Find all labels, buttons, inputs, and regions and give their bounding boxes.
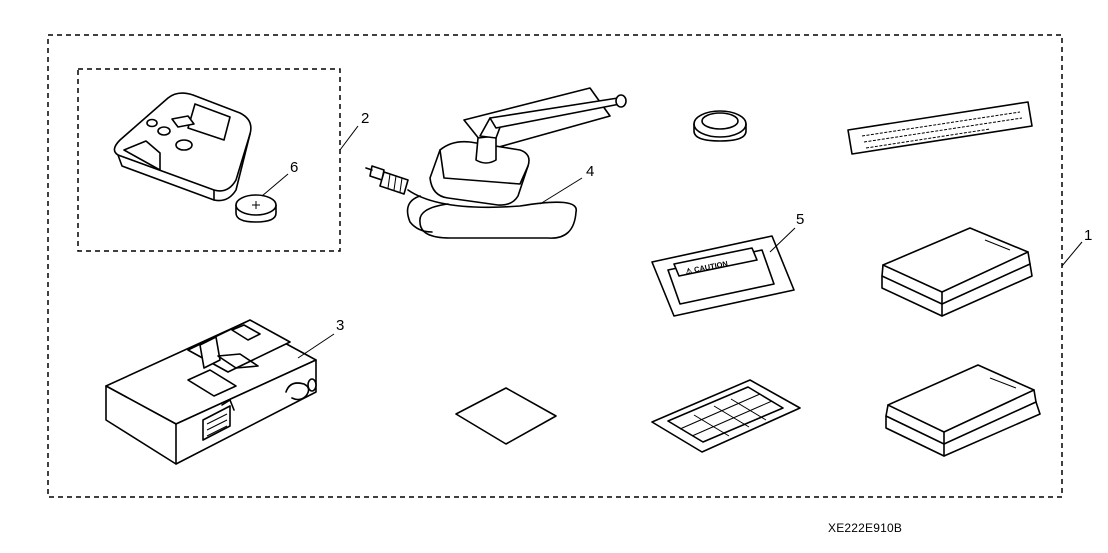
ring-collar [693, 110, 747, 142]
callout-1: 1 [1084, 227, 1092, 244]
owners-manual-booklet-1 [881, 227, 1033, 317]
callout-2: 2 [361, 110, 369, 127]
control-unit-module [105, 319, 317, 465]
callout-6: 6 [290, 159, 298, 176]
reference-code: XE222E910B [828, 521, 903, 535]
antenna-unit [365, 87, 627, 239]
callout-5: 5 [796, 211, 804, 228]
remote-group-dashed-frame [77, 68, 341, 252]
callout-3: 3 [336, 317, 344, 334]
adhesive-pad [455, 387, 557, 445]
callout-4: 4 [586, 163, 594, 180]
leader-lines [261, 125, 1083, 359]
coin-battery [235, 194, 277, 223]
caution-label-card: ⚠ CAUTION [651, 235, 795, 317]
grid-label-sheet [651, 379, 801, 453]
remote-transmitter [113, 92, 252, 202]
warning-sticker-strip [847, 101, 1033, 155]
owners-manual-booklet-2 [885, 364, 1041, 457]
